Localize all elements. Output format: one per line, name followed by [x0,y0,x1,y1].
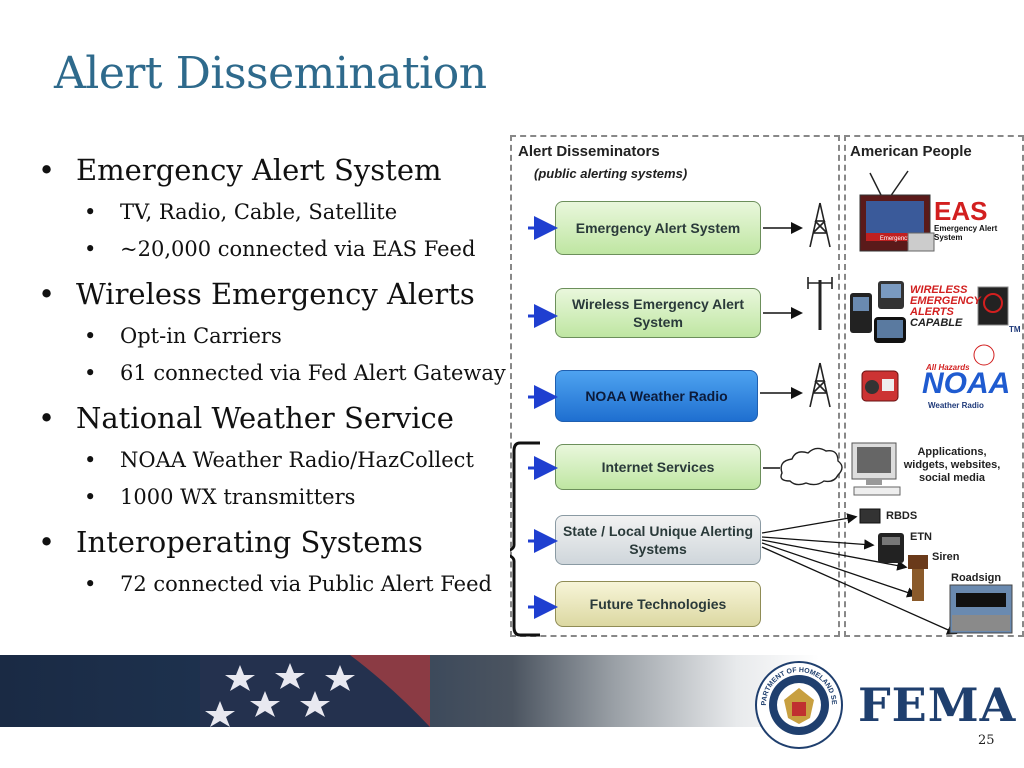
wea-logo-line4: CAPABLE [910,317,963,329]
box-emergency-alert-system: Emergency Alert System [555,201,761,255]
tower-icons [807,202,833,408]
fema-logo-text: FEMA [858,678,1017,732]
noaa-logo-subtitle: Weather Radio [928,401,984,410]
eas-logo: EAS [934,196,988,226]
output-arrows [760,222,803,469]
disseminators-panel [510,135,840,637]
telephone-icon [878,533,904,563]
radio-tower-icon [809,362,831,408]
roadsign-label: Roadsign [951,572,1002,584]
american-people-header: American People [850,143,972,160]
computer-icon [851,442,901,496]
tv-caption: Emergency [880,236,910,242]
sub-bullet: Opt-in Carriers [36,318,516,355]
bullet-nws: National Weather Service [36,398,516,438]
sub-bullet: NOAA Weather Radio/HazCollect [36,442,516,479]
noaa-logo-top: All Hazards [926,363,970,372]
input-arrows [528,216,558,619]
fan-line [761,542,918,598]
footer-band [0,655,1024,727]
sub-bullet: 61 connected via Fed Alert Gateway [36,355,516,392]
sub-bullet: ~20,000 connected via EAS Feed [36,231,516,268]
slide-title: Alert Dissemination [54,48,487,99]
bullet-eas: Emergency Alert System [36,150,516,190]
cell-tower-icon [807,277,833,330]
box-state-local-systems: State / Local Unique Alerting Systems [555,515,761,565]
roadsign-icon [949,584,1013,634]
stars-decoration [200,655,430,727]
cloud-icon [780,447,843,486]
alert-diagram: Alert Disseminators (public alerting sys… [510,135,1024,640]
siren-icon [908,555,928,601]
broadcast-tower-icon [809,202,831,248]
bullet-list: Emergency Alert System TV, Radio, Cable,… [36,150,516,603]
radio-small-icon [907,232,935,252]
sub-bullet: 72 connected via Public Alert Feed [36,566,516,603]
phone-icons [850,281,1009,343]
disseminators-header: Alert Disseminators [518,143,660,160]
fan-line [761,536,875,550]
american-people-panel [844,135,1024,637]
eas-logo-subtitle: Emergency Alert System [934,224,998,242]
page-number: 25 [978,733,995,748]
bullet-wea: Wireless Emergency Alerts [36,274,516,314]
wea-logo-line1: WIRELESS [910,284,968,296]
disseminators-subheader: (public alerting systems) [534,166,688,181]
siren-label: Siren [932,551,960,563]
box-internet-services: Internet Services [555,444,761,490]
flag-image [200,655,430,727]
wea-logo-line3: ALERTS [910,306,954,318]
wea-trademark: TM [1009,325,1021,334]
sub-bullet: TV, Radio, Cable, Satellite [36,194,516,231]
box-future-technologies: Future Technologies [555,581,761,627]
rbds-device-icon [859,508,881,524]
diagram-connectors: Emergency [510,170,1013,637]
box-wireless-emergency-alert: Wireless Emergency Alert System [555,288,761,338]
sub-bullet: 1000 WX transmitters [36,479,516,516]
rbds-label: RBDS [886,510,918,522]
noaa-logo: NOAA [922,367,1011,400]
dhs-seal-icon: U.S. DEPARTMENT OF HOMELAND SECURITY [754,660,843,749]
brace-icon [510,441,540,637]
weather-radio-icon [861,344,995,402]
internet-label: Applications, widgets, websites, social … [903,446,1001,484]
etn-label: ETN [910,531,932,543]
fan-line [761,546,958,635]
wea-logo-line2: EMERGENCY [910,295,981,307]
box-noaa-weather-radio: NOAA Weather Radio [555,370,758,422]
fan-line [761,513,858,534]
bullet-interop: Interoperating Systems [36,522,516,562]
